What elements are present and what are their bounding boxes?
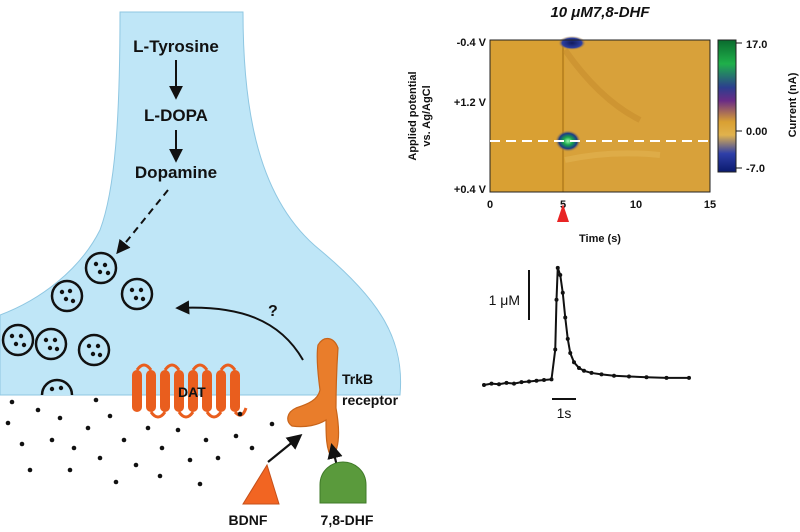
trace-point [568, 351, 573, 356]
arrow-dopamine-to-vesicles [116, 189, 169, 255]
fscv-title: 10 μM7,8-DHF [550, 4, 650, 21]
ldopa-label: L-DOPA [144, 106, 208, 125]
trace-point [612, 373, 616, 378]
trkb-receptor [287, 338, 340, 459]
colorbar-tick-min: -7.0 [746, 163, 765, 175]
trace-point [560, 290, 565, 295]
y-tick-top: -0.4 V [457, 37, 487, 49]
y-tick-bottom: +0.4 V [454, 184, 487, 196]
concentration-trace [482, 265, 691, 387]
trace-point [519, 380, 524, 385]
dat-transporter [132, 363, 248, 419]
trace-point [527, 379, 531, 384]
trace-point [542, 378, 546, 383]
extracellular-dopamine [5, 397, 275, 487]
dopamine-label: Dopamine [135, 163, 217, 182]
bdnf-binding-arrow [267, 434, 303, 463]
scale-bar-conc-label: 1 μM [489, 292, 520, 308]
receptor-label: receptor [342, 392, 399, 408]
dhf-ligand-icon [319, 461, 367, 504]
trace-point [489, 381, 494, 386]
trace-point [599, 372, 604, 377]
vesicle [120, 277, 154, 311]
trace-point [664, 375, 669, 380]
trace-point [572, 360, 576, 365]
colorbar-tick-max: 17.0 [746, 39, 767, 51]
trace-point [589, 370, 594, 375]
colorbar [717, 39, 737, 173]
trace-point [687, 375, 691, 380]
dat-label: DAT [178, 384, 206, 400]
y-axis-label-line1: Applied potential [407, 71, 419, 160]
vesicle-fusing [40, 378, 74, 396]
vesicle [84, 251, 118, 285]
trace-line [483, 267, 689, 386]
trace-point [534, 378, 539, 383]
trace-point [563, 315, 568, 320]
trace-point [482, 383, 486, 387]
x-tick: 15 [704, 199, 716, 211]
trace-point [577, 365, 581, 370]
trace-point [553, 347, 558, 352]
trace-point [504, 380, 509, 385]
trace-point [582, 368, 586, 373]
trace-point [497, 382, 501, 387]
trace-point [565, 336, 570, 341]
bdnf-label: BDNF [229, 512, 268, 528]
dhf-label: 7,8-DHF [321, 512, 374, 528]
trkb-to-vesicle-arrow [175, 300, 304, 361]
bdnf-ligand-icon [242, 463, 280, 505]
colorbar-label: Current (nA) [787, 72, 799, 137]
colorbar-tick-zero: 0.00 [746, 126, 767, 138]
trace-point [627, 374, 631, 379]
x-axis-label: Time (s) [579, 233, 621, 245]
x-tick: 10 [630, 199, 642, 211]
scale-bar-time-label: 1s [557, 405, 572, 421]
trace-point [554, 297, 559, 302]
vesicle [34, 327, 68, 361]
vesicle [77, 333, 111, 367]
stimulus-marker [557, 204, 569, 222]
trace-point [558, 272, 563, 277]
color-plot [489, 36, 711, 193]
y-axis-label-line2: vs. Ag/AgCl [421, 85, 433, 146]
vesicle [1, 323, 35, 357]
question-mark: ? [268, 303, 278, 320]
tyrosine-label: L-Tyrosine [133, 37, 219, 56]
vesicle [50, 279, 84, 313]
x-tick: 0 [487, 199, 493, 211]
neuron-terminal [0, 11, 402, 396]
trace-point [555, 265, 560, 270]
trace-point [644, 375, 649, 380]
trkb-label: TrkB [342, 371, 373, 387]
trace-point [549, 377, 554, 382]
trace-point [512, 381, 516, 386]
y-tick-mid: +1.2 V [454, 97, 487, 109]
